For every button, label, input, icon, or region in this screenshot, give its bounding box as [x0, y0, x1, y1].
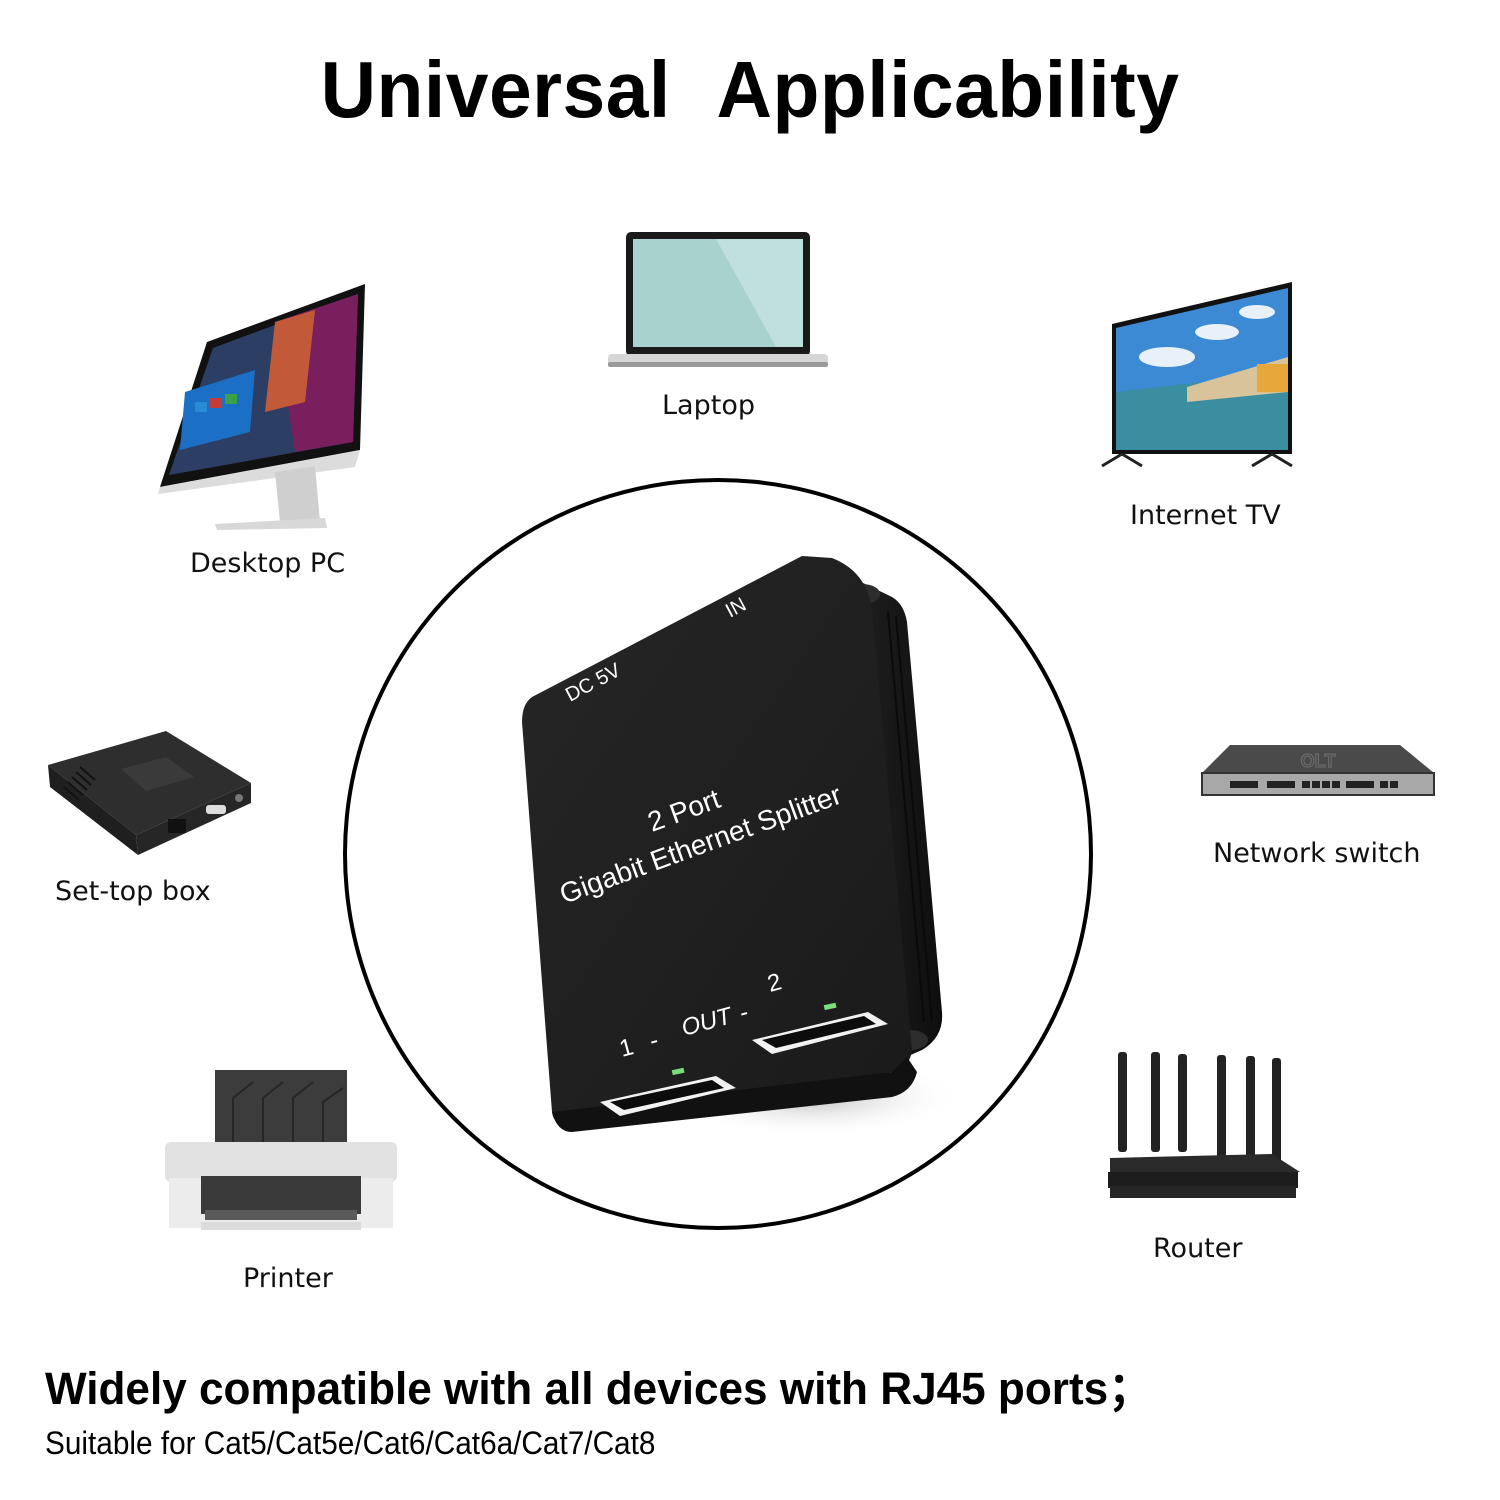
- device-label-internet-tv: Internet TV: [1130, 500, 1281, 531]
- rj45-port-2-icon: [752, 1002, 888, 1054]
- desktop-pc-illustration: [155, 282, 370, 532]
- laptop-icon: [608, 232, 828, 367]
- device-label-desktop-pc: Desktop PC: [190, 548, 346, 579]
- device-label-router: Router: [1153, 1233, 1243, 1264]
- ethernet-splitter-image: DC 5V IN 2 Port Gigabit Ethernet Splitte…: [522, 556, 952, 1137]
- network-switch-icon: OLT: [1201, 745, 1435, 796]
- ethernet-splitter-product: DC 5V IN 2 Port Gigabit Ethernet Splitte…: [512, 552, 952, 1142]
- rj45-port-1-icon: [600, 1067, 736, 1116]
- printer-icon: [165, 1070, 397, 1230]
- set-top-box-illustration: [46, 727, 252, 859]
- device-label-laptop: Laptop: [662, 390, 755, 421]
- device-label-network-switch: Network switch: [1213, 838, 1421, 869]
- router-illustration: [1102, 1050, 1306, 1202]
- compatibility-headline: Widely compatible with all devices with …: [45, 1363, 1153, 1414]
- router-icon: [1108, 1052, 1300, 1198]
- page-title: Universal Applicability: [320, 45, 1180, 134]
- network-switch-illustration: OLT: [1200, 743, 1436, 799]
- cable-compatibility-subline: Suitable for Cat5/Cat5e/Cat6/Cat6a/Cat7/…: [45, 1425, 656, 1461]
- internet-tv-illustration: [1097, 282, 1297, 470]
- printer-illustration: [163, 1068, 399, 1234]
- device-label-set-top-box: Set-top box: [55, 876, 211, 907]
- set-top-box-icon: [48, 731, 251, 855]
- svg-text:OLT: OLT: [1301, 751, 1336, 771]
- internet-tv-icon: [1101, 282, 1293, 468]
- laptop-illustration: [606, 230, 830, 370]
- desktop-pc-icon: [158, 284, 365, 530]
- device-label-printer: Printer: [243, 1263, 333, 1294]
